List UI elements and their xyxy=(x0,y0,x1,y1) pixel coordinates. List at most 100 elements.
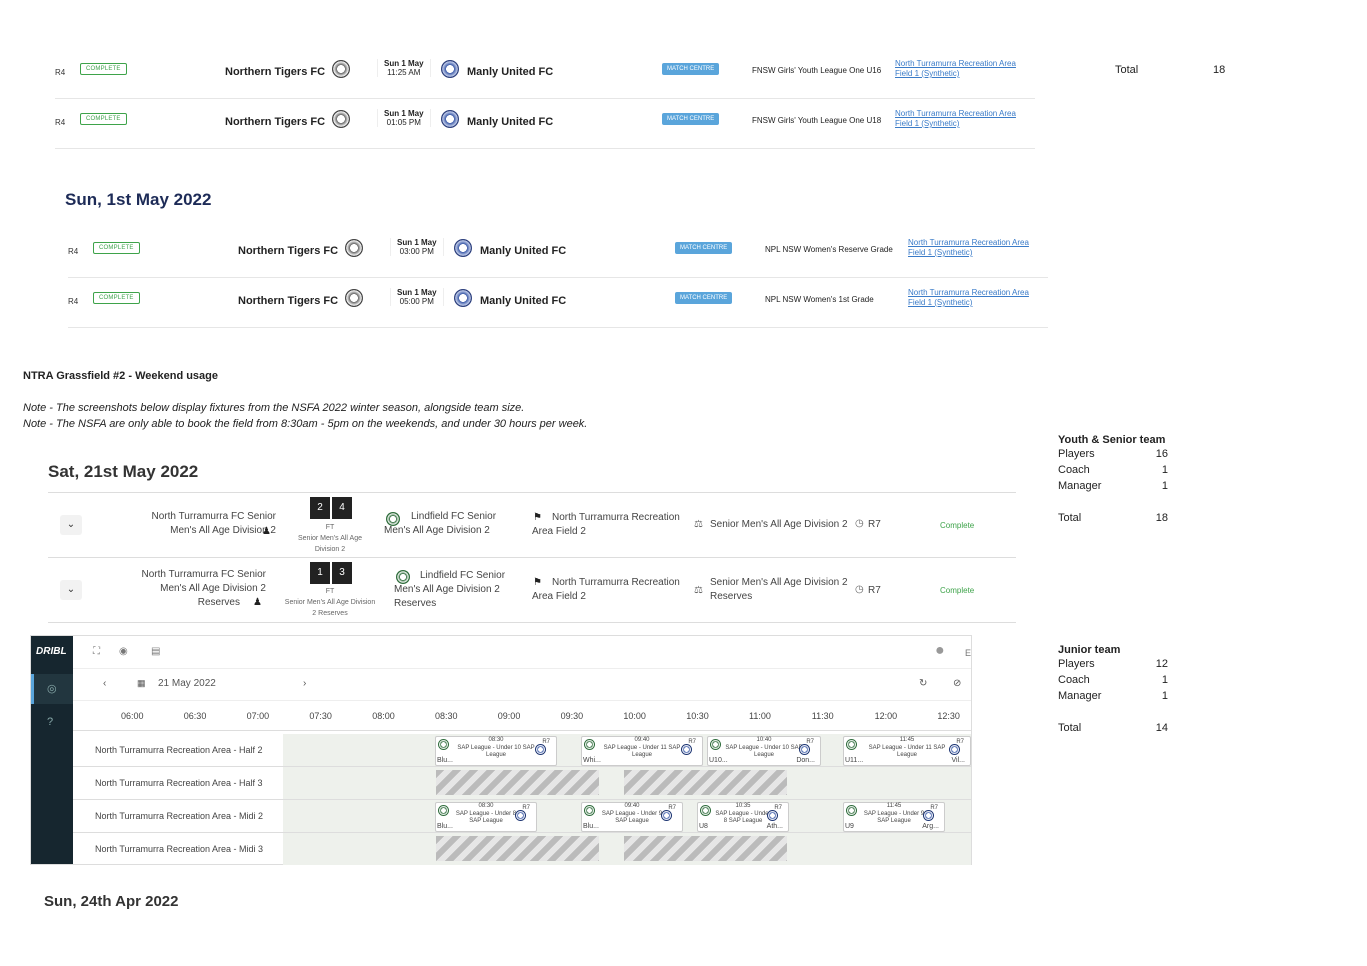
club-crest-icon xyxy=(710,739,721,750)
booking-round: R7 xyxy=(774,805,782,811)
resource-lane[interactable] xyxy=(283,767,971,799)
time-tick: 12:30 xyxy=(937,711,960,721)
manly-crest-icon xyxy=(441,60,459,78)
expand-chevron-button[interactable]: ⌄ xyxy=(60,515,82,535)
refresh-icon[interactable]: ↻ xyxy=(919,678,928,689)
status-badge: COMPLETE xyxy=(80,63,127,75)
trophy-icon: ⚖ xyxy=(694,585,703,596)
date-navigator: ‹ ▦ 21 May 2022 › ↻ ⊘ xyxy=(73,668,971,701)
competition-label: NPL NSW Women's 1st Grade xyxy=(765,295,874,304)
pitch-icon: ⚑ xyxy=(533,577,542,588)
home-team[interactable]: Northern Tigers FC xyxy=(238,245,339,257)
round-label: R4 xyxy=(68,297,79,306)
time-tick: 08:00 xyxy=(372,711,395,721)
youth-senior-title: Youth & Senior team xyxy=(1058,434,1166,446)
status-badge: Complete xyxy=(940,521,975,530)
booking-desc: SAP League - Under 11 SAP League xyxy=(603,745,681,758)
hide-icon[interactable]: ⊘ xyxy=(953,678,962,689)
unavailable-block xyxy=(436,770,599,795)
time-tick: 10:00 xyxy=(623,711,646,721)
help-icon[interactable]: ? xyxy=(47,716,54,728)
away-team[interactable]: Manly United FC xyxy=(480,295,567,307)
booking-round: R7 xyxy=(930,805,938,811)
manly-crest-icon xyxy=(454,289,472,307)
sun-date-heading: Sun, 1st May 2022 xyxy=(65,190,212,209)
opponent-crest-icon xyxy=(767,810,778,821)
clipboard-icon[interactable]: ▤ xyxy=(151,646,161,657)
time-tick: 12:00 xyxy=(874,711,898,721)
tigers-crest-icon xyxy=(332,60,350,78)
resource-label: North Turramurra Recreation Area - Midi … xyxy=(95,844,264,854)
fullscreen-icon[interactable]: ⛶ xyxy=(93,646,100,657)
resource-label: North Turramurra Recreation Area - Half … xyxy=(95,745,263,755)
section-title: NTRA Grassfield #2 - Weekend usage xyxy=(23,370,219,382)
booking-time: 08:30 xyxy=(478,803,494,809)
away-team[interactable]: Manly United FC xyxy=(480,245,567,257)
globe-icon[interactable]: ◉ xyxy=(119,646,128,657)
competition-label: FNSW Girls' Youth League One U18 xyxy=(752,116,882,125)
match-centre-button[interactable]: MATCH CENTRE xyxy=(675,292,733,304)
opponent-crest-icon xyxy=(515,810,526,821)
expand-chevron-button[interactable]: ⌄ xyxy=(60,580,82,600)
resource-label: North Turramurra Recreation Area - Midi … xyxy=(95,811,264,821)
booking-round: R7 xyxy=(956,739,964,745)
next-date-heading: Sun, 24th Apr 2022 xyxy=(44,893,179,910)
current-date[interactable]: 21 May 2022 xyxy=(158,678,216,689)
top-total-label: Total xyxy=(1115,64,1139,76)
match-centre-button[interactable]: MATCH CENTRE xyxy=(662,113,720,125)
resource-row: North Turramurra Recreation Area - Half … xyxy=(73,767,971,800)
next-day-button[interactable]: › xyxy=(303,678,307,689)
manly-crest-icon xyxy=(454,239,472,257)
sat-date-heading: Sat, 21st May 2022 xyxy=(48,462,199,481)
club-crest-icon xyxy=(846,739,857,750)
match-centre-button[interactable]: MATCH CENTRE xyxy=(675,242,733,254)
away-team[interactable]: Manly United FC xyxy=(467,116,554,128)
calendar-icon[interactable]: ▦ xyxy=(137,678,146,688)
prev-day-button[interactable]: ‹ xyxy=(103,678,107,689)
booking-round: R7 xyxy=(542,739,550,745)
unavailable-block xyxy=(624,770,787,795)
home-abbrev: Blu... xyxy=(437,823,453,830)
away-abbrev: Don... xyxy=(796,757,815,764)
user-avatar-icon[interactable]: ● xyxy=(935,642,945,659)
home-abbrev: Whi... xyxy=(583,757,601,764)
resource-lane[interactable] xyxy=(283,833,971,865)
home-team[interactable]: Northern Tigers FC xyxy=(225,116,326,128)
trophy-icon: ⚖ xyxy=(694,519,703,530)
time-tick: 07:30 xyxy=(309,711,332,721)
sidebar-item-active[interactable] xyxy=(31,674,73,704)
booking-desc: SAP League - Under 9 SAP League xyxy=(863,811,925,824)
clock-icon: ◷ xyxy=(855,584,864,595)
home-team[interactable]: Northern Tigers FC xyxy=(238,295,339,307)
match-centre-button[interactable]: MATCH CENTRE xyxy=(662,63,720,75)
home-team[interactable]: Northern Tigers FC xyxy=(225,66,326,78)
away-team[interactable]: Manly United FC xyxy=(467,66,554,78)
compass-icon[interactable]: ◎ xyxy=(47,683,57,695)
